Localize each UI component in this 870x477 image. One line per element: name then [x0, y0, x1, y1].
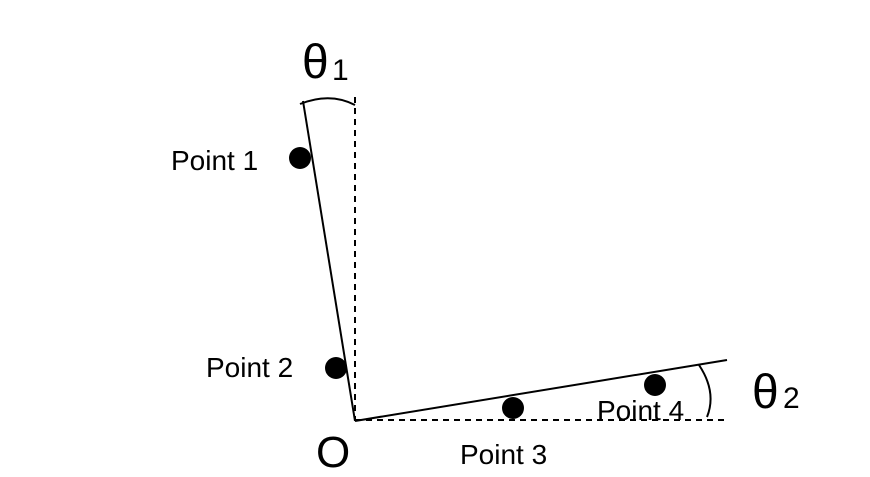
- theta1-symbol: θ: [302, 36, 329, 89]
- point-4-label: Point 4: [597, 395, 684, 426]
- point-4-marker: [644, 374, 666, 396]
- point-1-marker: [289, 147, 311, 169]
- theta2-subscript: 2: [783, 382, 800, 415]
- point-1-label: Point 1: [171, 145, 258, 176]
- point-3-label: Point 3: [460, 439, 547, 470]
- theta1-subscript: 1: [332, 54, 349, 87]
- theta2-symbol: θ: [752, 366, 779, 419]
- theta2-arc: [698, 364, 712, 418]
- origin-label: O: [316, 428, 350, 477]
- point-2-label: Point 2: [206, 352, 293, 383]
- point-3-marker: [502, 397, 524, 419]
- tilted-lower-line: [354, 359, 728, 422]
- point-2-marker: [325, 357, 347, 379]
- theta1-arc: [299, 97, 356, 106]
